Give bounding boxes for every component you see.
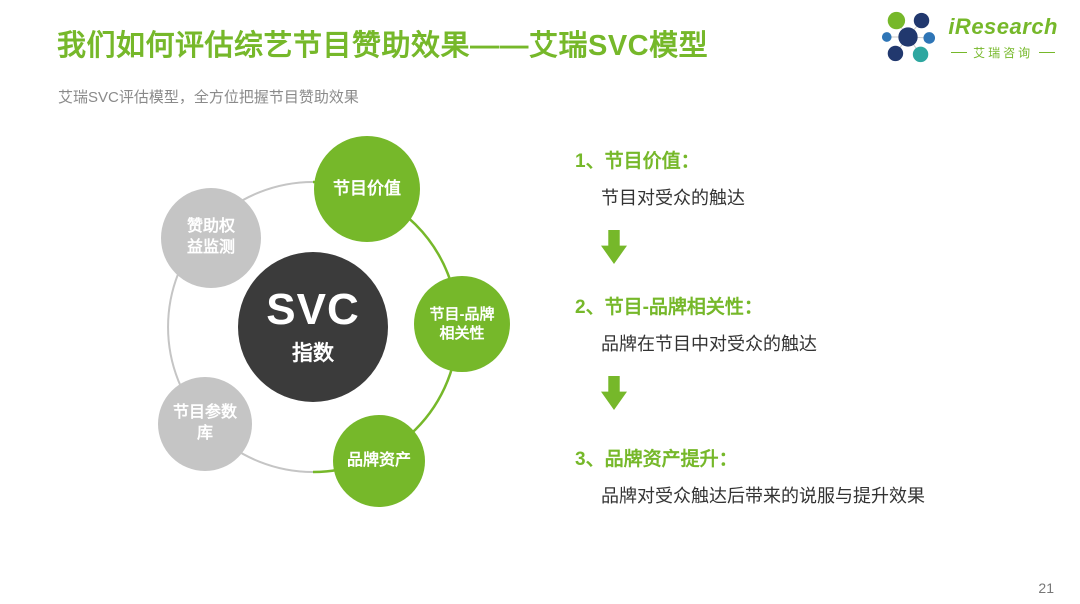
brand-name-cn: 艾瑞咨询 — [973, 45, 1034, 60]
step-1-heading: 1、节目价值： — [575, 151, 700, 172]
node-program-parameter-db: 节目参数库 — [158, 377, 252, 471]
node-label: 节目-品牌相关性 — [429, 305, 495, 343]
brand-cn-row: 艾瑞咨询 — [951, 44, 1056, 61]
down-arrow-icon — [601, 230, 627, 264]
node-program-value: 节目价值 — [314, 136, 420, 242]
step-3-desc: 品牌对受众触达后带来的说服与提升效果 — [601, 486, 925, 506]
node-label: 赞助权益监测 — [186, 218, 235, 256]
svc-subtitle: 指数 — [292, 341, 334, 365]
node-sponsor-rights-monitoring: 赞助权益监测 — [161, 188, 261, 288]
brand-name: iResearch — [948, 13, 1058, 39]
step-3-heading: 3、品牌资产提升： — [575, 449, 738, 470]
svc-title: SVC — [266, 284, 360, 334]
page-title: 我们如何评估综艺节目赞助效果——艾瑞SVC模型 — [57, 30, 709, 62]
steps-panel: 1、节目价值： 节目对受众的触达 2、节目-品牌相关性： 品牌在节目中对受众的触… — [575, 146, 1045, 566]
page-number: 21 — [1038, 580, 1054, 596]
brand-rule-right — [1039, 51, 1056, 53]
iresearch-logo: iResearch 艾瑞咨询 — [880, 8, 1058, 66]
node-program-brand-relevance: 节目-品牌相关性 — [414, 276, 510, 372]
node-brand-equity: 品牌资产 — [333, 415, 425, 507]
iresearch-logo-mark-icon — [882, 11, 936, 63]
node-label: 节目价值 — [333, 178, 401, 198]
step-1-desc: 节目对受众的触达 — [601, 188, 745, 208]
svc-center-node: SVC 指数 — [238, 252, 388, 402]
step-2-heading: 2、节目-品牌相关性： — [575, 297, 763, 318]
node-label: 品牌资产 — [346, 451, 411, 469]
logo-text: iResearch 艾瑞咨询 — [948, 14, 1058, 61]
brand-rule-left — [951, 51, 968, 53]
down-arrow-icon — [601, 376, 627, 410]
node-label: 节目参数库 — [172, 404, 237, 442]
step-2-desc: 品牌在节目中对受众的触达 — [601, 334, 817, 354]
page-subtitle: 艾瑞SVC评估模型，全方位把握节目赞助效果 — [58, 89, 359, 106]
